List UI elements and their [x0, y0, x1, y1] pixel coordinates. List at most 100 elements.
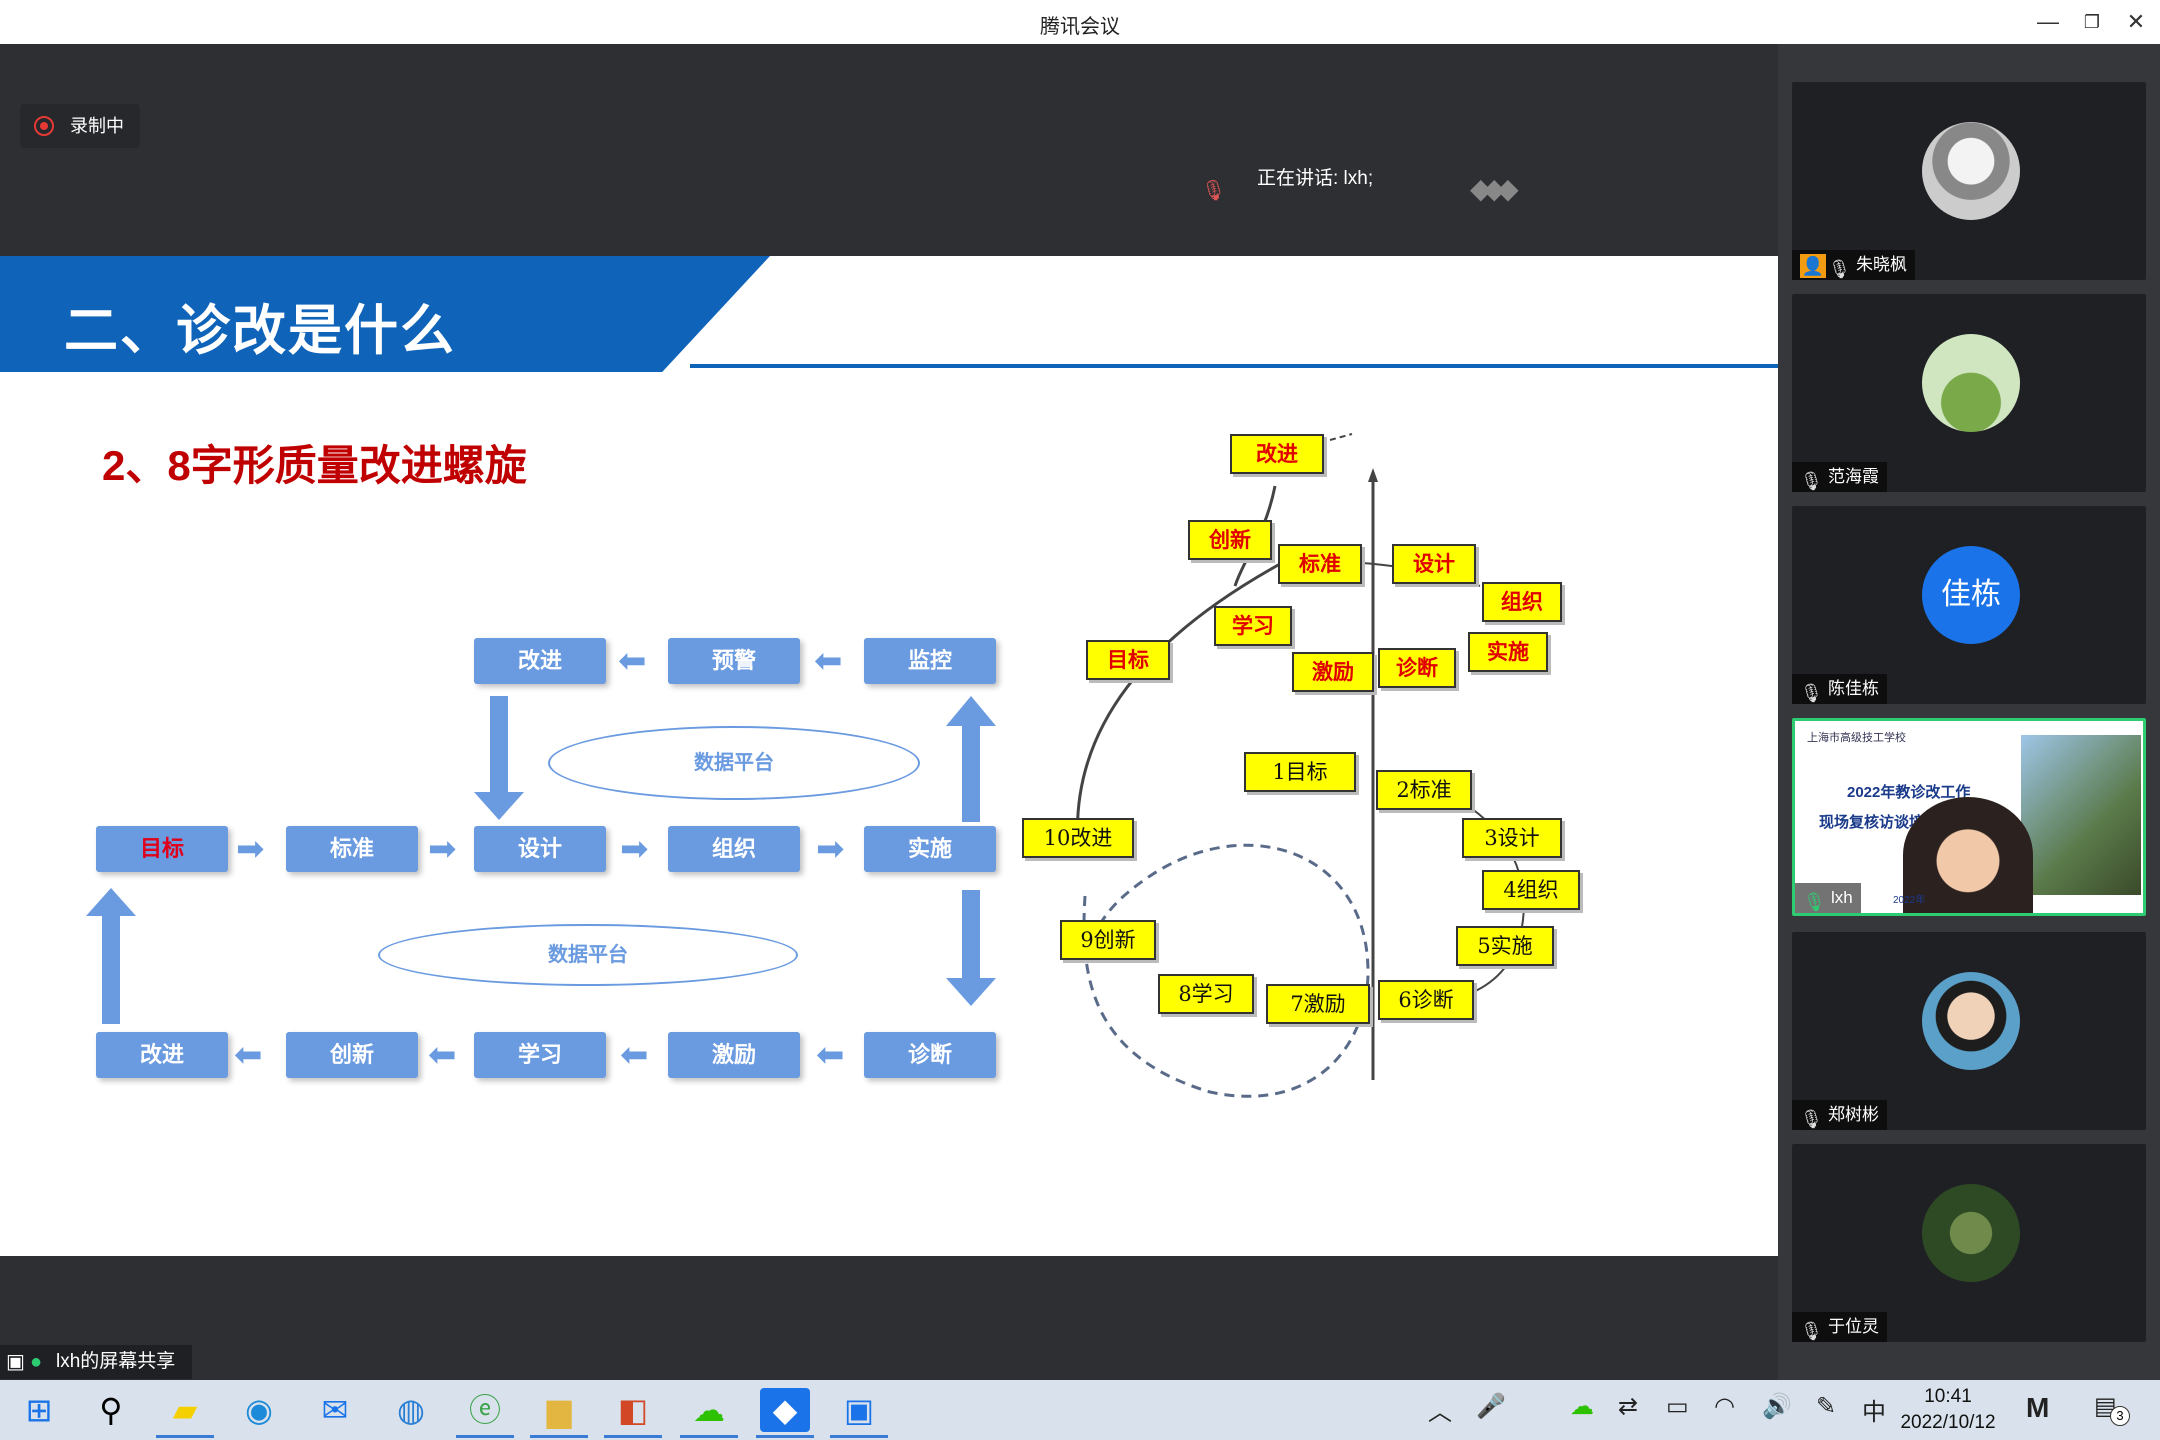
- participant-name-bar: 🎙 范海霞: [1792, 462, 1887, 492]
- spiral-label-incentive: 激励: [1292, 652, 1374, 692]
- spiral-label-diagnose: 诊断: [1378, 648, 1456, 688]
- close-button[interactable]: ✕: [2126, 9, 2146, 34]
- avatar: [1922, 972, 2020, 1070]
- spiral-step-1: 1目标: [1244, 752, 1356, 792]
- spiral-label-improve: 改进: [1230, 434, 1324, 474]
- screen-share-text: lxh的屏幕共享: [56, 1351, 176, 1372]
- participant-tile[interactable]: 🎙 于位灵: [1792, 1144, 2146, 1342]
- tencent-meeting-icon[interactable]: ◆: [756, 1388, 814, 1438]
- speaker-video: [1903, 797, 2033, 913]
- edge-icon[interactable]: ◉: [245, 1392, 273, 1428]
- flow-box-improve-bottom: 改进: [96, 1032, 228, 1078]
- restore-button[interactable]: ❐: [2083, 12, 2101, 32]
- spiral-step-2: 2标准: [1376, 770, 1472, 810]
- flow-box-incentive: 激励: [668, 1032, 800, 1078]
- spiral-step-9: 9创新: [1060, 920, 1156, 960]
- ime-indicator[interactable]: 中: [1862, 1399, 1886, 1426]
- flow-box-innovate: 创新: [286, 1032, 418, 1078]
- slide-banner-title: 二、诊改是什么: [64, 301, 456, 361]
- share-thumbnail-title: 2022年教诊改工作: [1847, 784, 1971, 801]
- powerpoint-icon[interactable]: ◧: [604, 1388, 662, 1438]
- mic-active-icon: 🎙: [1803, 892, 1826, 912]
- taskbar-clock[interactable]: 10:41 2022/10/12: [1888, 1384, 2008, 1436]
- arrow-left-icon: ⬅: [428, 1036, 457, 1074]
- flow-box-organize: 组织: [668, 826, 800, 872]
- window-title: 腾讯会议: [1040, 16, 1120, 38]
- participant-name-bar: 👤 🎙 朱晓枫: [1792, 250, 1915, 280]
- app-tray-icon[interactable]: M: [2026, 1392, 2050, 1423]
- search-icon[interactable]: ⚲: [99, 1392, 123, 1428]
- participant-name: 陈佳栋: [1828, 679, 1879, 698]
- tencent-meeting-logo-icon: ◆◆◆: [1470, 173, 1519, 204]
- mic-muted-icon: 🎙: [1800, 683, 1823, 703]
- participant-name: 于位灵: [1828, 1317, 1879, 1336]
- slide-subtitle: 2、8字形质量改进螺旋: [102, 442, 527, 489]
- spiral-step-10: 10改进: [1022, 818, 1134, 858]
- wechat-icon[interactable]: ☁: [680, 1388, 738, 1438]
- share-thumbnail-subtitle: 现场复核访谈培: [1819, 814, 1925, 831]
- minimize-button[interactable]: —: [2037, 9, 2059, 34]
- clock-date: 2022/10/12: [1900, 1412, 1996, 1433]
- participant-tile[interactable]: 🎙 郑树彬: [1792, 932, 2146, 1130]
- screen-share-label[interactable]: ▣ ● lxh的屏幕共享: [0, 1345, 192, 1379]
- participant-tile[interactable]: 🎙 范海霞: [1792, 294, 2146, 492]
- avatar: 佳栋: [1922, 546, 2020, 644]
- mic-active-icon: ●: [30, 1351, 43, 1373]
- flow-box-standard: 标准: [286, 826, 418, 872]
- ie-icon[interactable]: ⓔ: [456, 1388, 514, 1438]
- window-titlebar: 腾讯会议 — ❐ ✕: [0, 0, 2160, 44]
- participant-tile[interactable]: 佳栋 🎙 陈佳栋: [1792, 506, 2146, 704]
- flow-box-improve-top: 改进: [474, 638, 606, 684]
- data-platform-top: 数据平台: [548, 726, 920, 800]
- spiral-label-implement: 实施: [1468, 632, 1548, 672]
- participant-tile-active-speaker[interactable]: 上海市高级技工学校 2022年教诊改工作 现场复核访谈培 2022年 🎙 lxh: [1792, 718, 2146, 916]
- flow-box-monitor: 监控: [864, 638, 996, 684]
- battery-icon[interactable]: ▭: [1666, 1393, 1689, 1420]
- browser-icon[interactable]: ◍: [397, 1392, 425, 1428]
- mic-muted-icon: 🎙: [1800, 1109, 1823, 1129]
- spiral-step-8: 8学习: [1158, 974, 1254, 1014]
- sticky-notes-icon[interactable]: ▰: [156, 1388, 214, 1438]
- flow-box-design: 设计: [474, 826, 606, 872]
- microphone-icon[interactable]: 🎤: [1476, 1393, 1506, 1420]
- spiral-step-4: 4组织: [1482, 870, 1580, 910]
- participants-sidebar: 👤 🎙 朱晓枫 🎙 范海霞 佳栋 🎙 陈佳栋 上海市高级技工学校 2022年教诊…: [1778, 44, 2160, 1380]
- participant-name: 郑树彬: [1828, 1105, 1879, 1124]
- participant-name-bar: 🎙 lxh: [1795, 883, 1861, 913]
- photos-icon[interactable]: ▣: [830, 1388, 888, 1438]
- share-thumbnail-image: [2021, 735, 2141, 895]
- flow-box-goal: 目标: [96, 826, 228, 872]
- avatar: [1922, 334, 2020, 432]
- shared-slide: 二、诊改是什么 2、8字形质量改进螺旋 改进 预警 监控 ⬅ ⬅ 目标 标准 设…: [0, 256, 1778, 1256]
- participant-name: lxh: [1831, 888, 1853, 907]
- spiral-step-3: 3设计: [1462, 818, 1562, 858]
- participant-name: 朱晓枫: [1856, 255, 1907, 274]
- wifi-icon[interactable]: ◠: [1714, 1393, 1735, 1420]
- flow-box-warning: 预警: [668, 638, 800, 684]
- arrow-left-icon: ⬅: [618, 642, 647, 680]
- recording-indicator[interactable]: 录制中: [20, 104, 140, 148]
- settings-tray-icon[interactable]: ⇄: [1618, 1393, 1639, 1420]
- wechat-tray-icon[interactable]: ☁: [1570, 1393, 1594, 1420]
- slide-banner: [0, 256, 770, 372]
- participant-tile[interactable]: 👤 🎙 朱晓枫: [1792, 82, 2146, 280]
- participant-name-bar: 🎙 郑树彬: [1792, 1100, 1887, 1130]
- volume-icon[interactable]: 🔊: [1762, 1393, 1792, 1420]
- arrow-right-icon: ➡: [236, 830, 265, 868]
- start-icon[interactable]: ⊞: [25, 1392, 53, 1428]
- flow-box-implement: 实施: [864, 826, 996, 872]
- clock-time: 10:41: [1924, 1386, 1972, 1407]
- file-explorer-icon[interactable]: ▆: [530, 1388, 588, 1438]
- mic-muted-icon: 🎙: [1201, 180, 1227, 202]
- tray-overflow-icon[interactable]: ︿: [1428, 1399, 1452, 1426]
- spiral-label-learn: 学习: [1214, 606, 1292, 646]
- spiral-label-design: 设计: [1392, 544, 1476, 584]
- avatar: [1922, 1184, 2020, 1282]
- participant-name-bar: 🎙 于位灵: [1792, 1312, 1887, 1342]
- mail-icon[interactable]: ✉: [321, 1392, 349, 1428]
- pen-tray-icon[interactable]: ✎: [1816, 1393, 1837, 1420]
- notification-count-badge: 3: [2110, 1406, 2130, 1426]
- spiral-lines: [1075, 433, 1525, 1098]
- participant-name-bar: 🎙 陈佳栋: [1792, 674, 1887, 704]
- arrow-left-icon: ⬅: [814, 642, 843, 680]
